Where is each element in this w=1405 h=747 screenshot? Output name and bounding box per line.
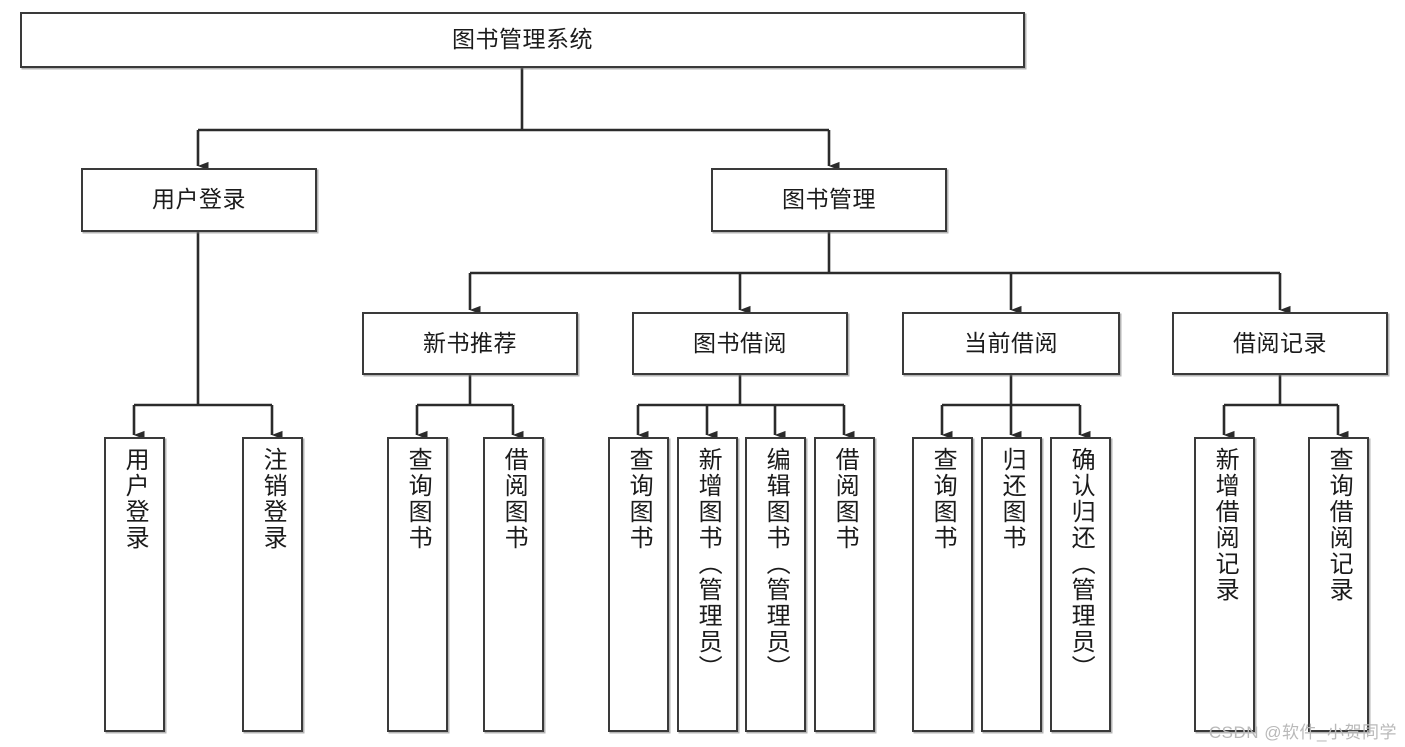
node-leaf-add-book[interactable]: 新增图书（管理员） <box>677 437 738 732</box>
node-leaf-edit-book[interactable]: 编辑图书（管理员） <box>745 437 806 732</box>
node-leaf-query-book-1-label: 查询图书 <box>404 447 432 551</box>
node-leaf-query-book-3[interactable]: 查询图书 <box>912 437 973 732</box>
node-leaf-edit-book-label: 编辑图书（管理员） <box>762 447 790 681</box>
node-leaf-logout-login-label: 注销登录 <box>259 447 287 551</box>
node-book-manage[interactable]: 图书管理 <box>711 168 947 232</box>
node-user-login-label: 用户登录 <box>152 186 246 213</box>
node-leaf-query-book-2[interactable]: 查询图书 <box>608 437 669 732</box>
node-user-login[interactable]: 用户登录 <box>81 168 317 232</box>
node-leaf-return-book[interactable]: 归还图书 <box>981 437 1042 732</box>
node-leaf-confirm-return-label: 确认归还（管理员） <box>1067 447 1095 681</box>
node-leaf-borrow-book-2-label: 借阅图书 <box>831 447 859 551</box>
node-leaf-return-book-label: 归还图书 <box>998 447 1026 551</box>
node-leaf-add-record[interactable]: 新增借阅记录 <box>1194 437 1255 732</box>
node-leaf-borrow-book-1-label: 借阅图书 <box>500 447 528 551</box>
node-leaf-confirm-return[interactable]: 确认归还（管理员） <box>1050 437 1111 732</box>
node-current-borrow[interactable]: 当前借阅 <box>902 312 1120 375</box>
node-new-book-recommend-label: 新书推荐 <box>423 329 517 356</box>
watermark: CSDN @软件_小贺同学 <box>1208 723 1397 742</box>
node-leaf-query-book-3-label: 查询图书 <box>929 447 957 551</box>
node-leaf-logout-login[interactable]: 注销登录 <box>242 437 303 732</box>
node-book-manage-label: 图书管理 <box>782 186 876 213</box>
node-leaf-query-book-2-label: 查询图书 <box>625 447 653 551</box>
node-root[interactable]: 图书管理系统 <box>20 12 1025 68</box>
node-borrow-record-label: 借阅记录 <box>1233 329 1327 356</box>
node-new-book-recommend[interactable]: 新书推荐 <box>362 312 578 375</box>
node-leaf-user-login-label: 用户登录 <box>121 447 149 551</box>
node-leaf-query-book-1[interactable]: 查询图书 <box>387 437 448 732</box>
node-leaf-add-book-label: 新增图书（管理员） <box>694 447 722 681</box>
node-book-borrow-label: 图书借阅 <box>693 329 787 356</box>
node-leaf-borrow-book-2[interactable]: 借阅图书 <box>814 437 875 732</box>
node-leaf-borrow-book-1[interactable]: 借阅图书 <box>483 437 544 732</box>
node-current-borrow-label: 当前借阅 <box>964 329 1058 356</box>
node-leaf-add-record-label: 新增借阅记录 <box>1211 447 1239 603</box>
node-book-borrow[interactable]: 图书借阅 <box>632 312 848 375</box>
node-leaf-user-login[interactable]: 用户登录 <box>104 437 165 732</box>
node-leaf-query-record[interactable]: 查询借阅记录 <box>1308 437 1369 732</box>
node-borrow-record[interactable]: 借阅记录 <box>1172 312 1388 375</box>
node-leaf-query-record-label: 查询借阅记录 <box>1325 447 1353 603</box>
node-root-label: 图书管理系统 <box>452 26 593 53</box>
